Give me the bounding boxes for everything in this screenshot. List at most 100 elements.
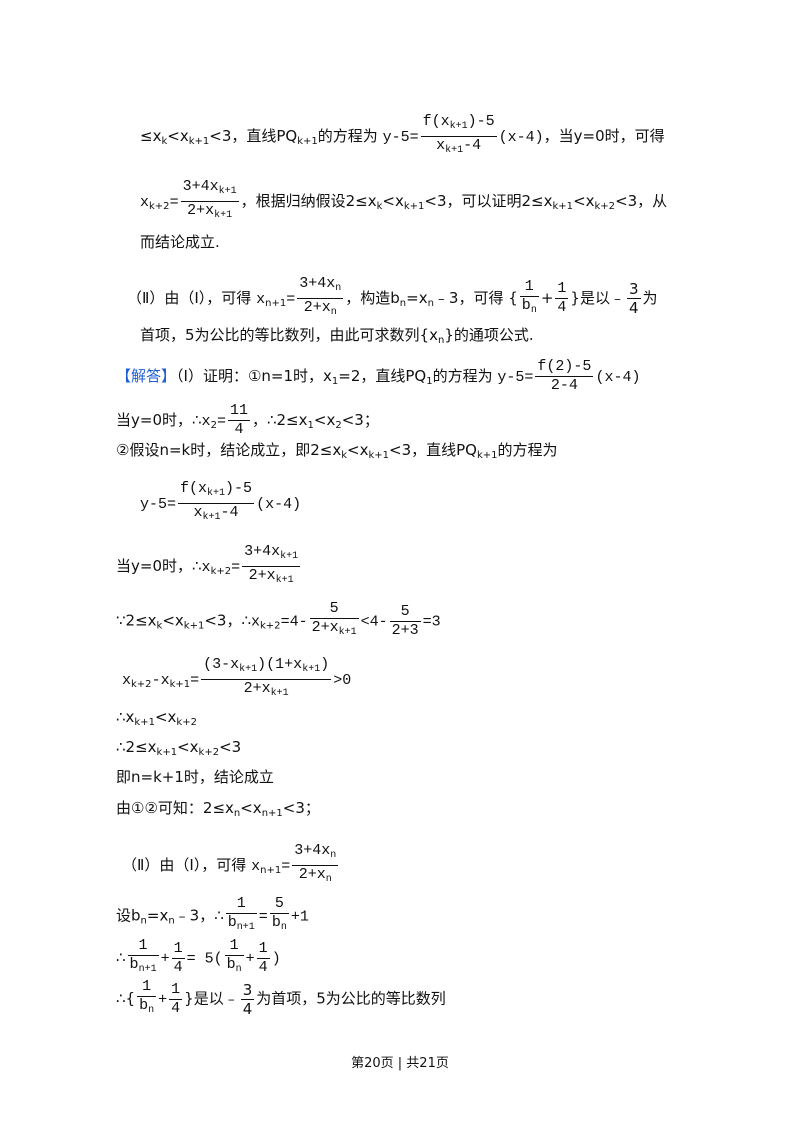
subscript: k [161, 136, 168, 147]
subscript: k [376, 201, 383, 212]
subscript: k+1 [552, 201, 574, 212]
text: <3，∴ [204, 611, 251, 630]
text: }的通项公式. [444, 326, 534, 344]
formula-text: -x [151, 672, 170, 689]
denominator: 2+3 [389, 620, 421, 639]
numerator: 3 [242, 980, 253, 999]
answer-line-8: ∴xk+1<xk+2 [116, 707, 197, 733]
text: ∵2≤x [116, 611, 157, 630]
text: + [540, 289, 554, 307]
subscript: n [427, 298, 434, 309]
denominator: 2+x [303, 299, 331, 316]
answer-line-11: 由①②可知：2≤xn<xn+1<3； [116, 798, 320, 824]
formula-text: (x-4) [498, 129, 544, 146]
subscript: k+1 [445, 145, 464, 156]
numerator: (3-x [203, 656, 240, 673]
subscript: k [156, 620, 163, 632]
numerator: 1 [524, 277, 534, 295]
text: <x [382, 192, 404, 210]
numerator: 1 [171, 980, 181, 998]
text: ∴{ [116, 989, 136, 1008]
subscript: k+1 [368, 450, 389, 461]
denominator: 2+x [243, 680, 271, 697]
formula-text: + [245, 950, 255, 968]
subscript: 1 [307, 420, 314, 431]
numerator: 3+4x [182, 178, 219, 195]
subscript: 1 [426, 376, 433, 387]
formula-text: =3 [422, 613, 441, 631]
numerator: 5 [329, 600, 339, 617]
formula-text: x [251, 858, 261, 875]
subscript: k+1 [134, 717, 155, 728]
formula-text: x [122, 672, 132, 689]
subscript: k+1 [270, 688, 289, 699]
denominator: x [436, 137, 446, 154]
numerator: 3+4x [294, 842, 331, 859]
subscript: 2 [335, 420, 342, 431]
numerator: f(2)-5 [537, 358, 592, 375]
denominator: 2+x [311, 619, 339, 636]
formula-text: + [160, 950, 170, 968]
numerator: )-5 [467, 113, 495, 130]
text: ∴2≤x [116, 738, 157, 756]
text: <3； [341, 411, 379, 429]
subscript: k+2 [210, 566, 232, 577]
subscript: k+1 [280, 551, 299, 562]
subscript: k+1 [297, 136, 318, 147]
text: <3，从 [615, 192, 668, 210]
text: <x [240, 799, 262, 817]
denominator: 4 [227, 420, 250, 439]
formula-text: = [286, 291, 296, 308]
subscript: k+2 [260, 620, 281, 632]
denominator: 4 [626, 298, 641, 317]
denominator: b [139, 997, 149, 1014]
text: <x [177, 738, 199, 756]
denominator: 2+x [187, 202, 215, 219]
text: 首项，5为公比的等比数列，由此可求数列{x [140, 326, 438, 344]
text: <x [154, 708, 177, 726]
denominator: b [226, 956, 236, 973]
subscript: k+2 [131, 679, 152, 690]
answer-label: 【解答】 [116, 367, 177, 385]
numerator: f(x [422, 113, 450, 130]
text: <x [162, 611, 184, 630]
formula-text: + [158, 991, 168, 1009]
text: 当y=0时，∴ [116, 557, 202, 575]
subscript: k [341, 450, 347, 461]
subscript: n [325, 874, 332, 885]
denominator: 4 [555, 298, 569, 316]
subscript: k+1 [449, 121, 468, 132]
denominator: 4 [169, 998, 183, 1017]
formula-text: = 5( [186, 950, 223, 968]
text: { [508, 289, 518, 307]
formula-text: = [190, 672, 200, 689]
analysis-line-3: 而结论成立. [140, 233, 220, 251]
text: （Ⅱ）由（Ⅰ），可得 [122, 856, 247, 874]
formula-text: = [169, 194, 179, 211]
analysis-line-5: 首项，5为公比的等比数列，由此可求数列{xn}的通项公式. [140, 325, 534, 351]
text: ≤x [140, 127, 162, 145]
text: ﹣3，可得 [433, 289, 504, 307]
answer-line-7: xk+2-xk+1=(3-xk+1)(1+xk+1)2+xk+1>0 [122, 656, 351, 703]
denominator: -4 [220, 504, 239, 521]
subscript: n+1 [260, 865, 282, 876]
formula-text: ) [271, 950, 281, 968]
text: 当y=0时，∴ [116, 411, 202, 429]
numerator: )(1+x [257, 656, 303, 673]
text: ，当y=0时，可得 [543, 127, 665, 145]
